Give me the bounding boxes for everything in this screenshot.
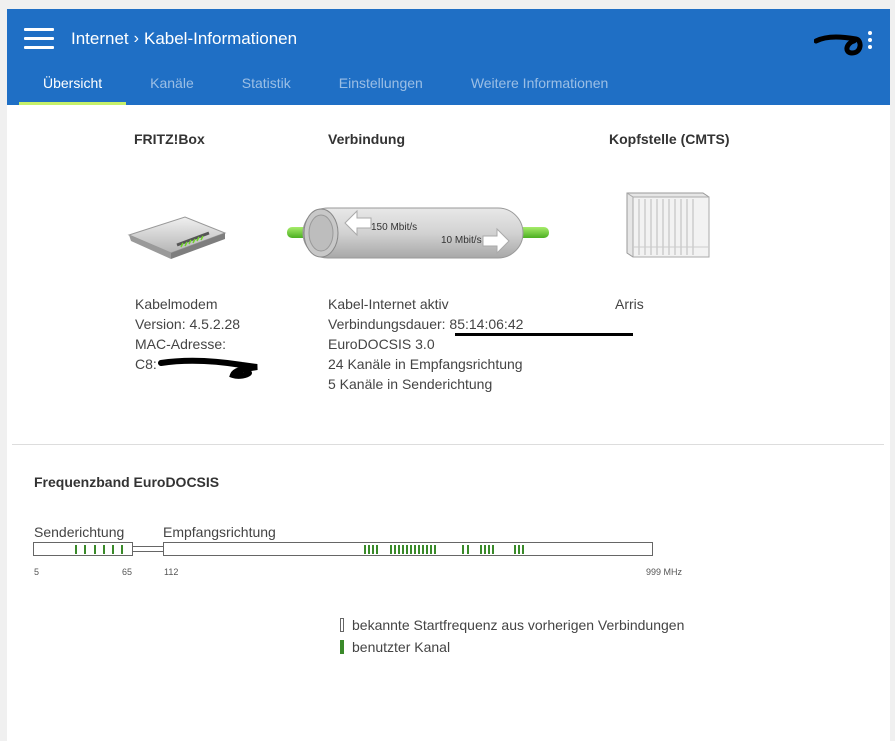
upstream-band-label: Senderichtung <box>34 524 125 540</box>
more-options-icon[interactable] <box>868 31 874 49</box>
channel-mark <box>488 545 490 554</box>
channel-mark <box>426 545 428 554</box>
channel-mark <box>422 545 424 554</box>
upstream-band <box>33 542 133 556</box>
connection-status: Kabel-Internet aktiv <box>328 296 449 312</box>
hamburger-menu-icon[interactable] <box>24 28 54 50</box>
tab-kanaele[interactable]: Kanäle <box>150 75 194 91</box>
upstream-rate: 10 Mbit/s <box>441 235 482 246</box>
mac-redaction-scribble <box>158 357 258 379</box>
channel-mark <box>467 545 469 554</box>
channel-mark <box>398 545 400 554</box>
docsis-version: EuroDOCSIS 3.0 <box>328 336 435 352</box>
tick-999: 999 MHz <box>646 567 683 577</box>
app-header: Internet › Kabel-Informationen Übersicht… <box>7 9 890 105</box>
downstream-band-label: Empfangsrichtung <box>163 524 276 540</box>
downstream-rate: 150 Mbit/s <box>371 222 418 233</box>
channel-mark <box>418 545 420 554</box>
downstream-channels: 24 Kanäle in Empfangsrichtung <box>328 356 523 372</box>
channel-mark <box>406 545 408 554</box>
redaction-line <box>455 333 633 336</box>
channel-mark <box>368 545 370 554</box>
breadcrumb-internet[interactable]: Internet <box>71 29 129 48</box>
legend-known-swatch <box>340 618 344 632</box>
channel-mark <box>484 545 486 554</box>
channel-mark <box>514 545 516 554</box>
tab-statistik[interactable]: Statistik <box>241 75 291 91</box>
channel-mark <box>402 545 404 554</box>
downstream-band <box>163 542 653 556</box>
channel-mark <box>430 545 432 554</box>
connection-title: Verbindung <box>328 131 405 147</box>
cmts-title: Kopfstelle (CMTS) <box>609 131 730 147</box>
page-title: Kabel-Informationen <box>143 29 298 48</box>
tab-bar: Übersicht Kanäle Statistik Einstellungen… <box>19 65 632 105</box>
channel-mark <box>364 545 366 554</box>
tick-5: 5 <box>34 567 40 577</box>
channel-mark <box>394 545 396 554</box>
chevron-right-icon: › <box>133 30 139 47</box>
channel-mark <box>434 545 436 554</box>
channel-mark <box>121 545 123 554</box>
legend-known: bekannte Startfrequenz aus vorherigen Ve… <box>340 617 684 633</box>
legend-used: benutzter Kanal <box>340 639 450 655</box>
tab-uebersicht[interactable]: Übersicht <box>19 65 127 105</box>
channel-mark <box>492 545 494 554</box>
section-divider <box>12 444 884 445</box>
channel-mark <box>522 545 524 554</box>
connection-info: Kabel-Internet aktiv Verbindungsdauer: 8… <box>328 294 523 394</box>
connection-tube-graphic <box>287 207 549 259</box>
legend-used-swatch <box>340 640 344 654</box>
upstream-channels: 5 Kanäle in Senderichtung <box>328 376 493 392</box>
channel-mark <box>414 545 416 554</box>
channel-mark <box>84 545 86 554</box>
channel-mark <box>390 545 392 554</box>
legend-used-label: benutzter Kanal <box>352 639 451 655</box>
channel-mark <box>480 545 482 554</box>
channel-mark <box>462 545 464 554</box>
cmts-vendor: Arris <box>615 296 644 312</box>
breadcrumb: Internet › Kabel-Informationen <box>71 29 297 49</box>
channel-mark <box>372 545 374 554</box>
main-panel: FRITZ!Box Verbindung Kopfstelle (CMTS) <box>7 105 890 741</box>
tick-65: 65 <box>122 567 133 577</box>
tab-weitere-informationen[interactable]: Weitere Informationen <box>470 75 609 91</box>
fritzbox-title: FRITZ!Box <box>134 131 205 147</box>
mac-address: C8: <box>135 356 157 372</box>
band-section-title: Frequenzband EuroDOCSIS <box>34 474 220 490</box>
channel-mark <box>410 545 412 554</box>
tab-einstellungen[interactable]: Einstellungen <box>338 75 423 91</box>
tick-112: 112 <box>164 567 179 577</box>
band-connector <box>133 546 163 552</box>
channel-mark <box>376 545 378 554</box>
channel-mark <box>103 545 105 554</box>
connection-duration: Verbindungsdauer: 85:14:06:42 <box>328 316 524 332</box>
mac-label: MAC-Adresse: <box>135 336 227 352</box>
cmts-server-icon <box>626 192 710 258</box>
fritzbox-version: Version: 4.5.2.28 <box>135 316 241 332</box>
channel-mark <box>94 545 96 554</box>
fritzbox-type: Kabelmodem <box>135 296 218 312</box>
legend-known-label: bekannte Startfrequenz aus vorherigen Ve… <box>352 617 685 633</box>
channel-mark <box>518 545 520 554</box>
channel-mark <box>75 545 77 554</box>
redaction-scribble <box>814 34 863 56</box>
channel-mark <box>112 545 114 554</box>
fritzbox-info: Kabelmodem Version: 4.5.2.28 MAC-Adresse… <box>135 294 240 374</box>
router-icon <box>127 216 227 259</box>
